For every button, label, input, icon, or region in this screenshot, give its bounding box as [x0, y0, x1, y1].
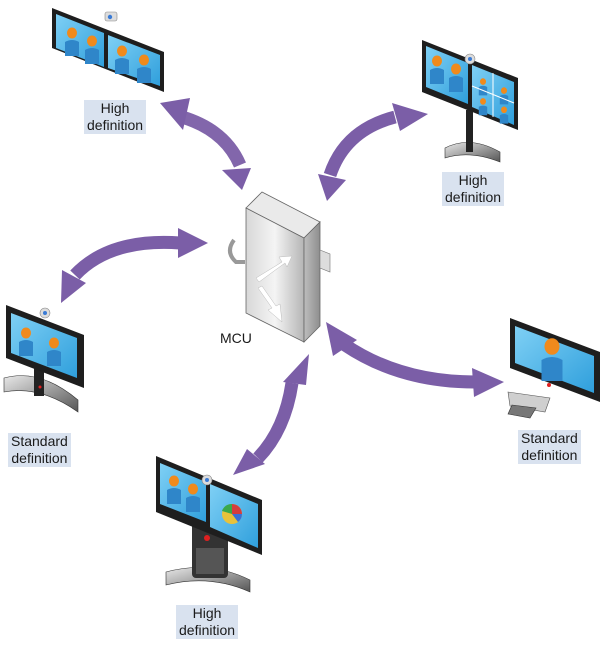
endpoint-right-device-icon — [507, 318, 600, 419]
label-line-1: High — [458, 172, 488, 188]
label-line-2: definition — [87, 117, 144, 133]
arrowhead-bottom-inner — [233, 449, 265, 475]
arrow-top-left — [179, 110, 246, 168]
label-line-1: High — [100, 100, 130, 116]
endpoint-left-label: Standard definition — [8, 433, 71, 467]
endpoint-right-label: Standard definition — [518, 430, 581, 464]
label-line-1: Standard — [11, 433, 68, 449]
endpoint-top-left-label: High definition — [84, 100, 147, 134]
arrow-top-right — [323, 110, 397, 178]
arrowhead-top-right-outer — [392, 103, 428, 131]
arrowhead-top-right-inner — [318, 174, 346, 201]
arrowhead-top-left-inner — [222, 168, 251, 190]
endpoint-top-left-device-icon — [52, 8, 164, 92]
endpoint-left-device-icon — [3, 305, 84, 413]
pie-chart-icon — [222, 503, 242, 524]
label-line-1: High — [192, 605, 222, 621]
label-line-1: Standard — [521, 430, 578, 446]
label-line-2: definition — [11, 450, 68, 466]
label-line-2: definition — [179, 622, 236, 638]
label-line-2: definition — [521, 447, 578, 463]
arrowhead-left-inner — [178, 228, 208, 258]
label-line-2: definition — [445, 189, 502, 205]
arrowhead-right-outer — [326, 322, 357, 356]
arrowhead-left-outer — [61, 270, 86, 303]
endpoint-top-right-device-icon — [422, 40, 518, 163]
endpoint-top-right-label: High definition — [442, 172, 505, 206]
endpoint-bottom-label: High definition — [176, 605, 239, 639]
endpoint-bottom-device-icon — [156, 456, 262, 593]
mcu-icon — [228, 191, 331, 343]
arrow-right — [341, 339, 476, 389]
arrowhead-right-inner — [472, 368, 504, 397]
arrowhead-top-left-outer — [160, 98, 190, 130]
arrow-left — [70, 235, 181, 280]
arrow-bottom — [253, 381, 299, 463]
mcu-label: MCU — [220, 330, 252, 346]
arrowhead-bottom-outer — [283, 354, 309, 385]
